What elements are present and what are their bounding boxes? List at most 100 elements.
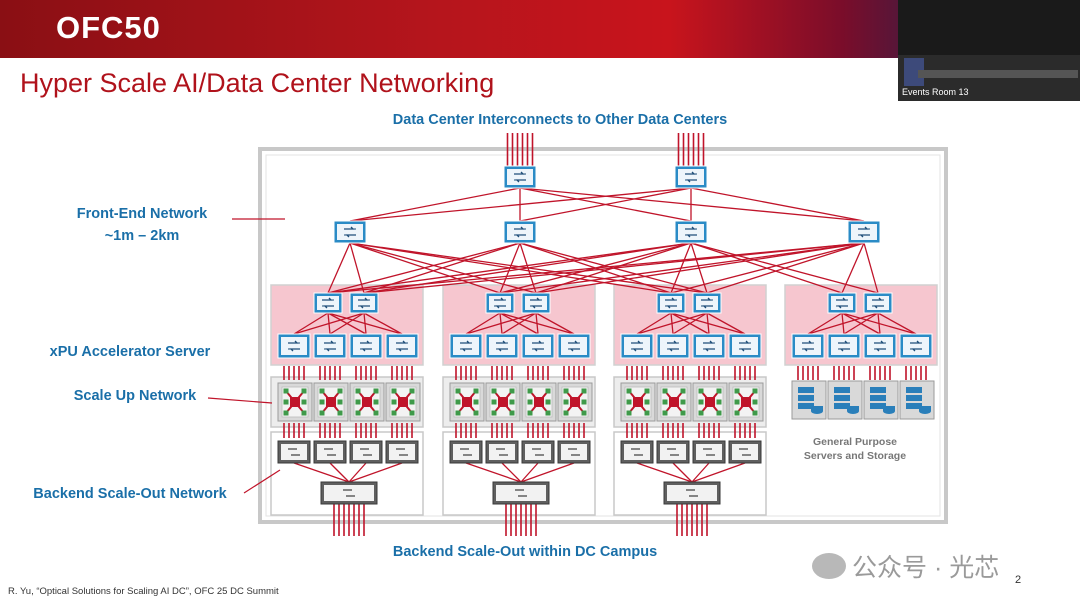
- xpu-server: [349, 382, 385, 422]
- server-fiber: [797, 366, 819, 380]
- spine-agg-link: [670, 242, 692, 294]
- dci-switch: [674, 165, 708, 189]
- agg-tor-link: [877, 312, 881, 335]
- scale-up-fiber: [563, 423, 585, 438]
- aggregation-switch: [313, 292, 343, 314]
- video-caption: Events Room 13: [902, 87, 969, 97]
- backend-leaf-switch: [349, 440, 383, 464]
- backend-campus-fiber: [505, 504, 537, 536]
- xpu-server: [277, 382, 313, 422]
- agg-tor-link: [877, 312, 917, 335]
- spine-agg-link: [519, 242, 708, 294]
- server-fiber: [527, 366, 549, 380]
- page-number: 2: [1015, 574, 1022, 586]
- backend-link: [348, 462, 403, 483]
- tor-switch: [728, 333, 762, 359]
- server-fiber: [905, 366, 927, 380]
- scale-up-fiber: [283, 423, 305, 438]
- dci-label: Data Center Interconnects to Other Data …: [392, 112, 728, 128]
- backend-link: [348, 462, 367, 483]
- watermark-text: 公众号 · 光芯: [852, 554, 1000, 582]
- backend-spine-switch: [492, 481, 550, 505]
- spine-agg-link: [519, 242, 672, 294]
- tor-switch: [557, 333, 591, 359]
- scale-up-fiber: [662, 423, 684, 438]
- agg-tor-link: [293, 312, 329, 335]
- spine-agg-link: [499, 242, 865, 294]
- dci-switch: [503, 165, 537, 189]
- server-fiber: [734, 366, 756, 380]
- xpu-label: xPU Accelerator Server: [49, 344, 211, 360]
- video-screen: [904, 58, 924, 86]
- backend-campus-fiber: [333, 504, 365, 536]
- dci-spine-link: [519, 187, 865, 222]
- agg-tor-link: [329, 312, 365, 335]
- scale-up-fiber: [491, 423, 513, 438]
- scale-up-fiber: [734, 423, 756, 438]
- agg-tor-link: [807, 312, 843, 335]
- backend-campus-fiber: [676, 504, 708, 536]
- front-end-range-label: ~1m – 2km: [104, 228, 180, 244]
- tor-switch: [485, 333, 519, 359]
- spine-switch: [674, 220, 708, 244]
- server-fiber: [355, 366, 377, 380]
- dci-spine-link: [349, 187, 692, 222]
- spine-agg-link: [349, 242, 537, 294]
- tor-switch: [791, 333, 825, 359]
- backend-campus-label: Backend Scale-Out within DC Campus: [392, 544, 658, 560]
- agg-tor-link: [706, 312, 710, 335]
- agg-tor-link: [535, 312, 539, 335]
- scale-up-fiber: [391, 423, 413, 438]
- backend-label: Backend Scale-Out Network: [33, 486, 227, 502]
- xpu-server: [620, 382, 656, 422]
- aggregation-switch: [485, 292, 515, 314]
- video-panel-table: [918, 70, 1078, 78]
- backend-leaf-switch: [313, 440, 347, 464]
- storage-server: [863, 380, 899, 420]
- tor-switch: [449, 333, 483, 359]
- xpu-server: [485, 382, 521, 422]
- aggregation-switch: [656, 292, 686, 314]
- general-purpose-line-2: Servers and Storage: [803, 450, 907, 462]
- agg-tor-link: [293, 312, 365, 335]
- spine-switch: [333, 220, 367, 244]
- xpu-server: [692, 382, 728, 422]
- scale-up-fiber: [355, 423, 377, 438]
- aggregation-switch: [863, 292, 893, 314]
- backend-link: [672, 462, 693, 483]
- server-fiber: [391, 366, 413, 380]
- tor-switch: [521, 333, 555, 359]
- watermark: 公众号 · 光芯: [812, 548, 999, 584]
- agg-tor-link: [807, 312, 879, 335]
- backend-leaf-switch: [728, 440, 762, 464]
- agg-tor-link: [465, 312, 501, 335]
- server-fiber: [491, 366, 513, 380]
- backend-link: [691, 462, 710, 483]
- backend-leaf-switch: [385, 440, 419, 464]
- dci-spine-link: [690, 187, 865, 222]
- spine-agg-link: [349, 242, 501, 294]
- scale-up-fiber: [455, 423, 477, 438]
- spine-agg-link: [349, 242, 672, 294]
- aggregation-switch: [521, 292, 551, 314]
- agg-tor-link: [501, 312, 537, 335]
- server-fiber: [869, 366, 891, 380]
- spine-switch: [847, 220, 881, 244]
- ofc-logo: OFC50: [56, 10, 161, 45]
- speaker-video-feed: Events Room 13: [898, 0, 1080, 101]
- spine-agg-link: [535, 242, 865, 294]
- scale-up-fiber: [527, 423, 549, 438]
- backend-spine-switch: [320, 481, 378, 505]
- agg-tor-link: [706, 312, 746, 335]
- server-fiber: [283, 366, 305, 380]
- server-fiber: [626, 366, 648, 380]
- general-purpose-label: General Purpose Servers and Storage: [786, 435, 924, 463]
- video-stage: [898, 55, 1080, 101]
- scale-up-label: Scale Up Network: [73, 388, 197, 404]
- agg-tor-link: [363, 312, 403, 335]
- slide-title: Hyper Scale AI/Data Center Networking: [20, 68, 495, 98]
- backend-pointer: [243, 469, 281, 494]
- server-fiber: [563, 366, 585, 380]
- agg-tor-link: [465, 312, 537, 335]
- xpu-server: [656, 382, 692, 422]
